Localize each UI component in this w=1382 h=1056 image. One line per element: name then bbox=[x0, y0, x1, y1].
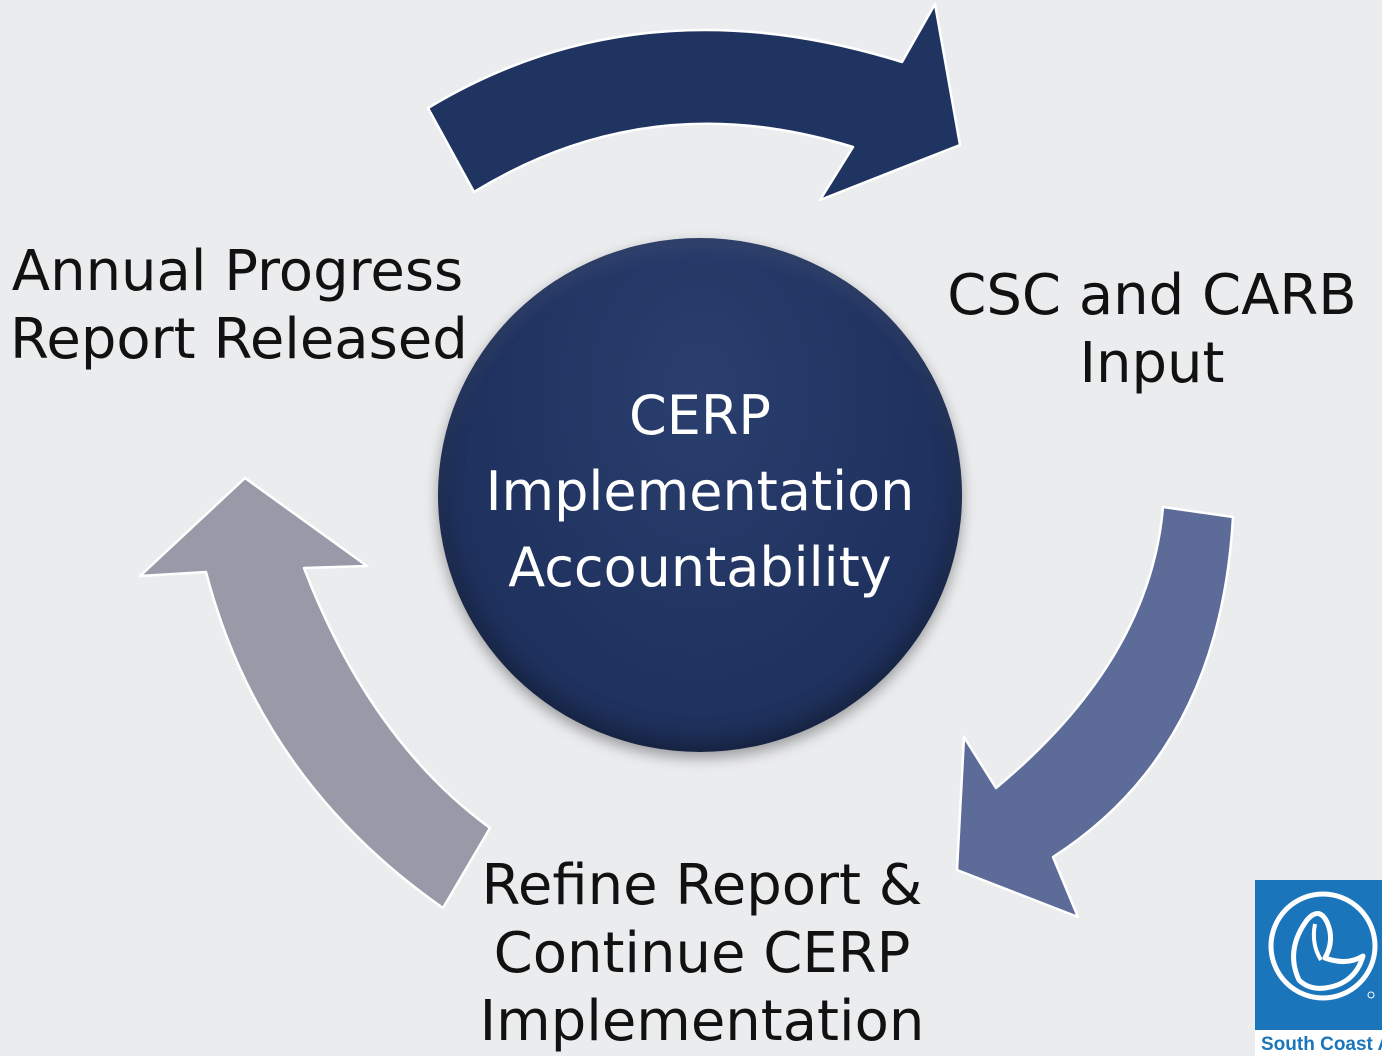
arrow-top bbox=[426, 2, 962, 202]
south-coast-aqmd-logo: South Coast AQMD bbox=[1255, 880, 1382, 1056]
node-label-line: Report Released bbox=[10, 307, 468, 372]
node-label-line: Input bbox=[1079, 331, 1225, 396]
center-label-line: CERP bbox=[629, 384, 771, 447]
node-annual-progress-report: Annual Progress Report Released bbox=[10, 238, 468, 374]
arrow-left bbox=[138, 476, 492, 910]
node-label-line: Continue CERP bbox=[493, 921, 911, 986]
center-label-line: Implementation bbox=[485, 460, 915, 523]
center-label-line: Accountability bbox=[508, 536, 892, 599]
fish-emblem-icon bbox=[1268, 891, 1378, 1001]
center-label: CERP Implementation Accountability bbox=[486, 378, 915, 606]
node-label-line: CSC and CARB bbox=[947, 263, 1357, 328]
logo-text: South Coast AQMD bbox=[1261, 1034, 1382, 1055]
node-csc-carb-input: CSC and CARB Input bbox=[938, 262, 1366, 398]
logo-text-band: South Coast AQMD bbox=[1255, 1030, 1382, 1056]
node-label-line: Refine Report & bbox=[481, 853, 923, 918]
node-label-line: Annual Progress bbox=[11, 239, 464, 304]
arrow-right bbox=[955, 505, 1235, 919]
node-refine-report: Refine Report & Continue CERP Implementa… bbox=[472, 852, 932, 1056]
center-circle: CERP Implementation Accountability bbox=[438, 238, 962, 752]
node-label-line: Implementation bbox=[479, 989, 925, 1054]
